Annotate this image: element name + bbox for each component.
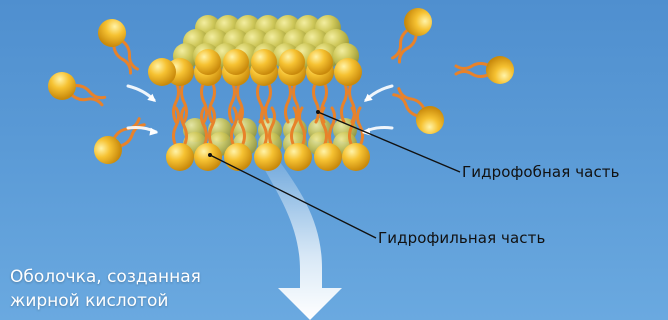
head-bottom — [224, 143, 252, 171]
tail — [456, 64, 490, 69]
tail — [314, 82, 319, 122]
tail — [456, 72, 490, 77]
caption-line-2: жирной кислотой — [10, 289, 201, 313]
head — [486, 56, 514, 84]
hydrophilic-label: Гидрофильная часть — [378, 229, 545, 247]
head — [88, 130, 127, 169]
head-bottom — [284, 143, 312, 171]
free-molecule — [88, 111, 150, 170]
hydrophobic-label: Гидрофобная часть — [462, 163, 620, 181]
tail — [342, 82, 347, 122]
head — [399, 3, 437, 41]
head-bottom — [342, 143, 370, 171]
caption: Оболочка, созданная жирной кислотой — [10, 265, 201, 313]
tail — [266, 82, 271, 122]
tail — [69, 91, 103, 107]
free-molecule — [93, 14, 146, 78]
head — [410, 100, 449, 139]
head-top — [223, 49, 249, 75]
free-molecule — [456, 56, 514, 84]
head-top — [279, 49, 305, 75]
free-molecule — [384, 3, 437, 67]
head-top — [195, 49, 221, 75]
tail — [230, 82, 235, 122]
tail — [358, 108, 363, 146]
free-molecule — [44, 68, 108, 114]
head-bottom — [166, 143, 194, 171]
head-top — [148, 58, 176, 86]
head — [93, 14, 131, 52]
head-bottom — [314, 143, 342, 171]
tail — [286, 82, 291, 122]
head-bottom — [194, 143, 222, 171]
free-molecule — [387, 81, 449, 140]
head-top — [334, 58, 362, 86]
head-top — [251, 49, 277, 75]
caption-line-1: Оболочка, созданная — [10, 265, 201, 289]
head-bottom — [254, 143, 282, 171]
head-top — [307, 49, 333, 75]
down-arrow — [262, 162, 342, 320]
